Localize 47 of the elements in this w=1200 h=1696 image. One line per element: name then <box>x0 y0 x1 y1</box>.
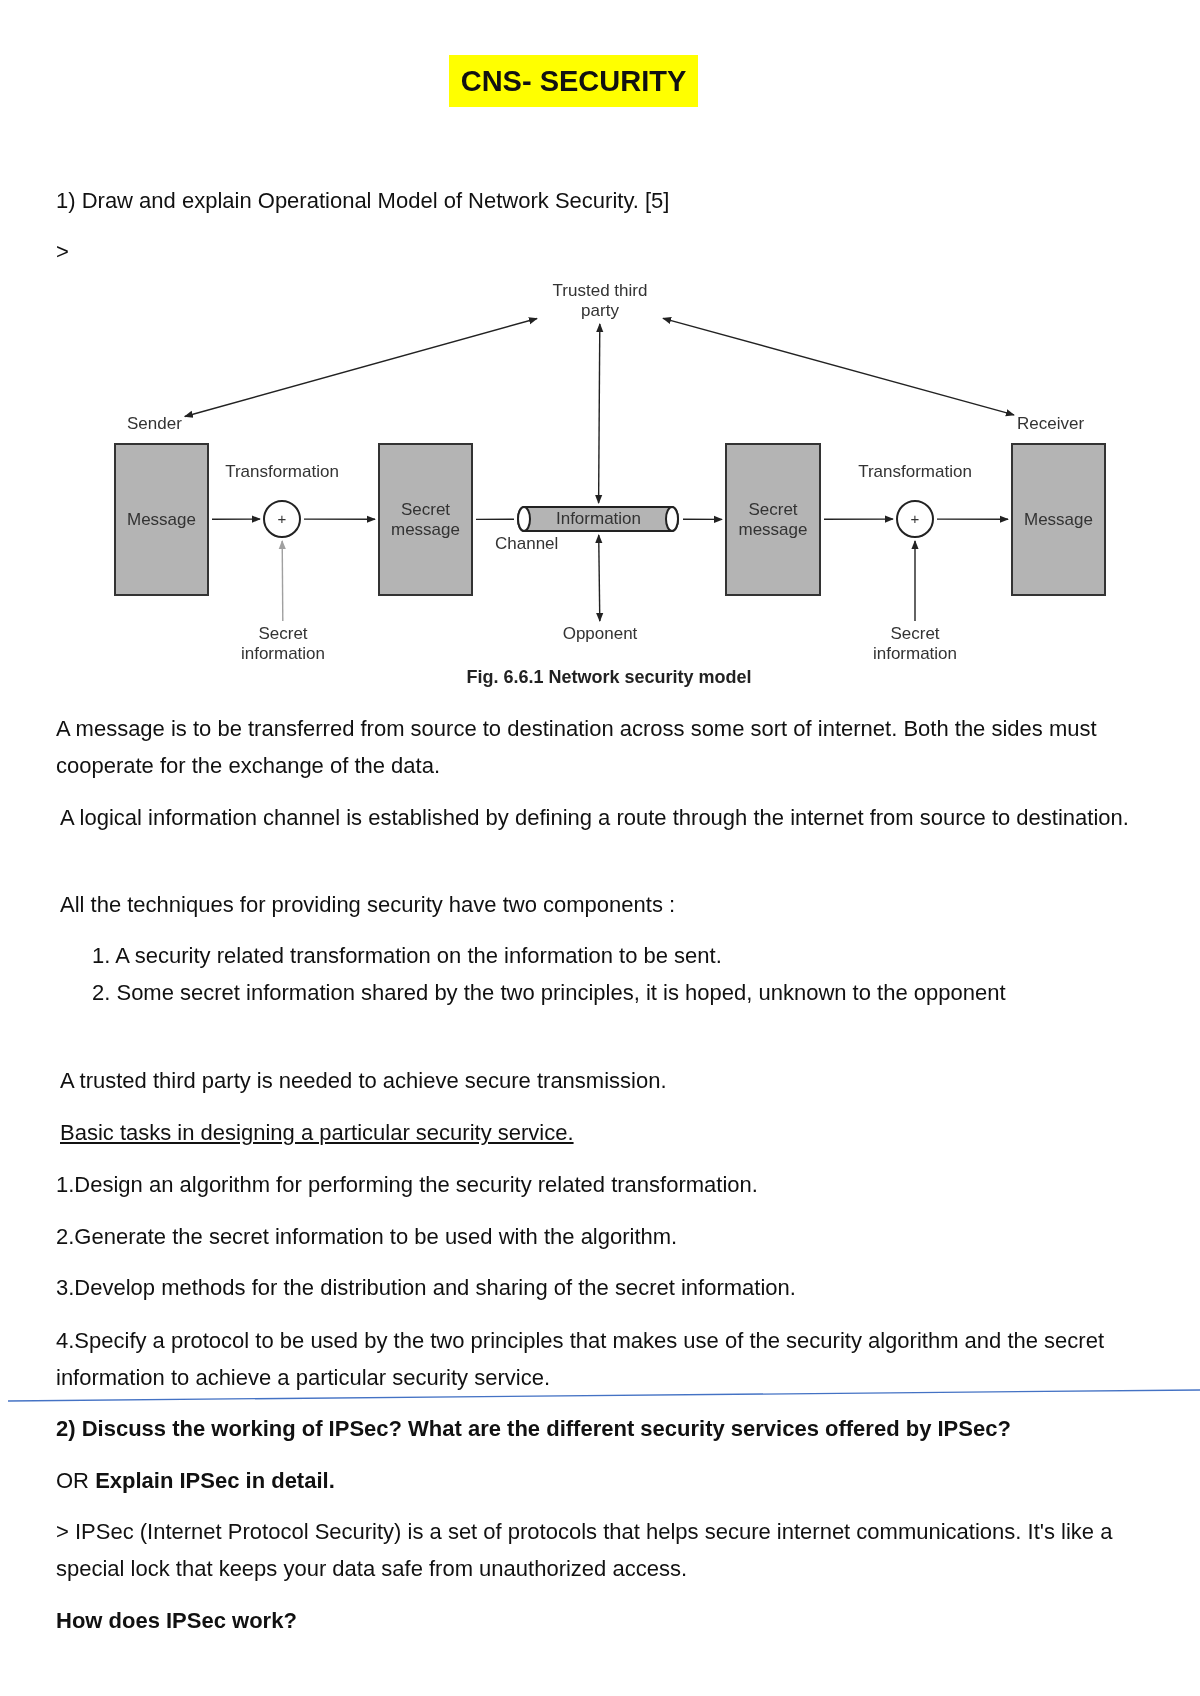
question-heading: How does IPSec work? <box>56 1607 298 1635</box>
message-box: Message <box>1011 443 1106 596</box>
paragraph-text: 4.Specify a protocol to be used by the two principles that makes use of the security algorithm and the secret information to achieve a particular security service. <box>56 1327 1105 1392</box>
channel-label: Channel <box>495 534 559 554</box>
arrow <box>211 515 261 523</box>
secret-label: Secret information <box>228 624 338 664</box>
figure-caption: Fig. 6.6.1 Network security model <box>465 667 753 688</box>
paragraph-text: 2.Generate the secret information to be used with the algorithm. <box>56 1223 679 1251</box>
arrow <box>303 515 376 523</box>
channel-cylinder: Information <box>517 506 680 532</box>
combiner-circle: + <box>263 500 301 538</box>
paragraph-text: 3.Develop methods for the distribution and sharing of the secret information. <box>56 1274 797 1302</box>
connector-line <box>475 518 515 521</box>
paragraph-text: 1.Design an algorithm for performing the security related transformation. <box>56 1171 759 1199</box>
receiver-label: Receiver <box>1017 414 1085 435</box>
message-box: Secret message <box>378 443 473 596</box>
double-arrow <box>595 534 604 622</box>
transformation-label: Transformation <box>858 462 972 483</box>
paragraph-text: > IPSec (Internet Protocol Security) is a set of protocols that helps secure internet communications. It's like a special lock that keeps your data safe from unauthorized access. <box>56 1518 1114 1583</box>
paragraph-text: A trusted third party is needed to achieve secure transmission. <box>60 1067 668 1095</box>
title-highlight: CNS- SECURITY <box>449 55 698 107</box>
list-item: 2. Some secret information shared by the two principles, it is hoped, unknown to the opponent <box>92 979 1007 1007</box>
paragraph-text: OR Explain IPSec in detail. <box>56 1467 336 1495</box>
message-box: Secret message <box>725 443 821 596</box>
arrow <box>682 515 723 523</box>
section-heading: Basic tasks in designing a particular security service. <box>60 1119 574 1147</box>
opponent-label: Opponent <box>550 624 650 644</box>
sender-label: Sender <box>127 414 182 435</box>
double-arrow <box>183 317 538 418</box>
arrow <box>936 515 1009 523</box>
question-heading: 2) Discuss the working of IPSec? What are the different security services offered by IPSec? <box>56 1415 1012 1443</box>
paragraph-text: All the techniques for providing security have two components : <box>60 891 677 919</box>
paragraph-text: A logical information channel is established by defining a route through the internet from source to destination. <box>60 804 1130 832</box>
arrow <box>911 540 919 622</box>
transformation-label: Transformation <box>225 462 339 483</box>
paragraph-text: 1) Draw and explain Operational Model of Network Security. [5] <box>56 187 671 215</box>
double-arrow <box>595 323 604 504</box>
arrow <box>278 540 286 622</box>
party-label: Trusted third party <box>540 281 660 321</box>
message-box: Message <box>114 443 209 596</box>
paragraph-text: A message is to be transferred from source to destination across some sort of internet. Both the sides must cooperate for the exchange of the data. <box>56 715 1098 780</box>
secret-label: Secret information <box>860 624 970 664</box>
paragraph-text: > <box>56 238 70 266</box>
combiner-circle: + <box>896 500 934 538</box>
double-arrow <box>662 317 1015 417</box>
arrow <box>823 515 894 523</box>
list-item: 1. A security related transformation on the information to be sent. <box>92 942 723 970</box>
